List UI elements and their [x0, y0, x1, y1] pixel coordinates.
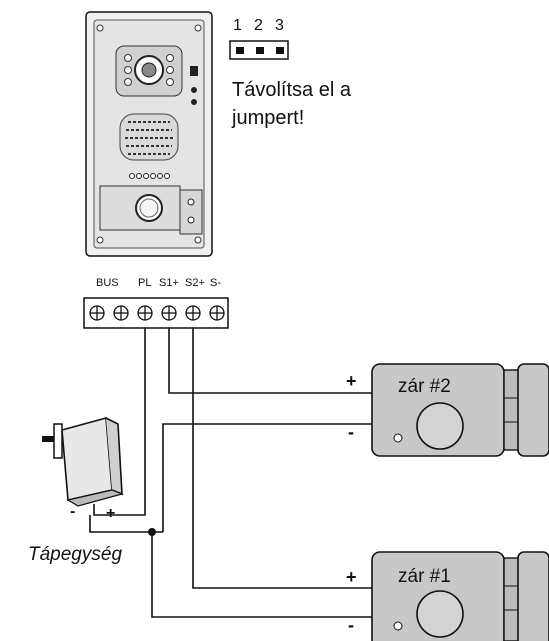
jumper-note-line2: jumpert! — [231, 107, 304, 129]
psu-label: Tápegység — [28, 544, 122, 565]
lock2-label: zár #2 — [398, 376, 451, 397]
wire-neg-to-lock2 — [162, 423, 372, 532]
power-supply: - + Tápegység — [28, 416, 124, 565]
wire-neg-to-lock1 — [151, 532, 372, 618]
speaker-grille — [119, 113, 179, 161]
lock-cylinder-icon — [416, 590, 464, 638]
wire-junction — [148, 528, 156, 536]
lock-cylinder-icon — [416, 402, 464, 450]
psu-plus-label: + — [106, 505, 115, 522]
jumper-note-line1: Távolítsa el a — [232, 79, 352, 101]
lock1-label: zár #1 — [398, 566, 451, 587]
door-station-panel — [85, 11, 213, 257]
status-leds — [129, 173, 170, 179]
lock-2: + - zár #2 — [346, 363, 549, 457]
psu-minus-label: - — [70, 503, 75, 520]
trimmer-icon — [191, 87, 197, 93]
terminal-label-s1-plus: S1+ — [159, 277, 179, 289]
jumper-pin-1: 1 — [233, 17, 242, 34]
jumper-block: 1 2 3 Távolítsa el a jumpert! — [229, 17, 352, 129]
lock2-plus-label: + — [346, 371, 357, 391]
wire-s1-to-lock2-plus — [168, 328, 372, 394]
terminal-label-bus: BUS — [96, 277, 119, 289]
jumper-pin-2: 2 — [254, 17, 263, 34]
trimmer-icon — [191, 99, 197, 105]
terminal-label-s-minus: S- — [210, 277, 221, 289]
terminal-label-pl: PL — [138, 277, 151, 289]
dip-switch-icon — [190, 66, 198, 76]
lock1-plus-label: + — [346, 567, 357, 587]
lock-1: + - zár #1 — [346, 551, 549, 641]
terminal-label-s2-plus: S2+ — [185, 277, 205, 289]
lock1-minus-label: - — [348, 615, 354, 635]
camera-lens — [115, 45, 183, 97]
lock2-minus-label: - — [348, 422, 354, 442]
wiring — [89, 328, 372, 618]
wire-psu-minus — [89, 515, 163, 533]
terminal-block: BUS PL S1+ S2+ S- — [83, 277, 229, 329]
wire-s2-to-lock1-plus — [192, 328, 372, 589]
jumper-pin-3: 3 — [275, 17, 284, 34]
wire-pl-to-psu-plus — [105, 328, 146, 516]
